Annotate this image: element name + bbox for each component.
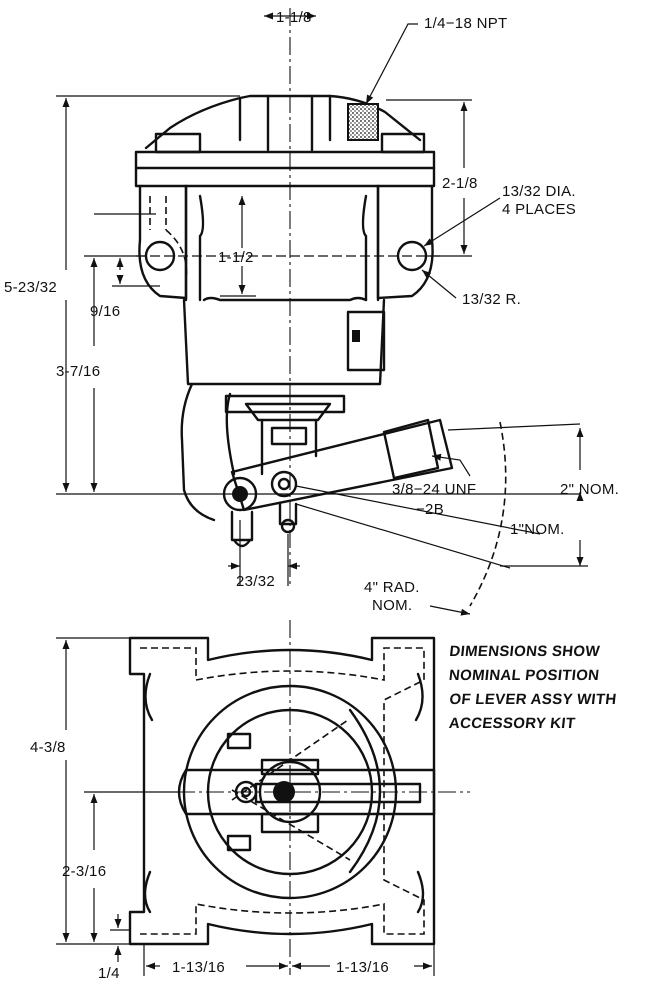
dim-hole-radius: 13/32 R. [462,291,521,308]
dim-plan-half-width-left: 1-13/16 [172,959,225,976]
note-line1: DIMENSIONS SHOW [449,643,602,660]
dim-top-width: 1-1/8 [276,9,312,26]
dim-lever-radius-line1: 4" RAD. [364,579,420,596]
dim-plan-half-width-right: 1-13/16 [336,959,389,976]
dim-plan-overall-height: 4-3/8 [30,739,66,756]
dim-pivot-offset: 23/32 [236,573,275,590]
dimension-labels: 1-1/8 1/4−18 NPT 5-23/32 3-7/16 9/16 1-1… [4,9,619,982]
plan-view-dimension-lines [56,637,435,976]
note-line4: ACCESSORY KIT [448,715,577,732]
dim-hole-dia-line1: 13/32 DIA. [502,183,576,200]
note-line2: NOMINAL POSITION [448,667,600,684]
dim-hole-offset: 1-1/2 [218,249,254,266]
dim-lever-radius-line2: NOM. [372,597,412,614]
plan-view [90,620,470,975]
dim-flange-height: 2-1/8 [442,175,478,192]
dim-port-thread: 1/4−18 NPT [424,15,507,32]
dim-lower-offset: 9/16 [90,303,120,320]
dim-lever-thread-line2: −2B [416,501,444,518]
dim-lever-travel-down: 1"NOM. [510,521,565,538]
dim-hole-dia-line2: 4 PLACES [502,201,576,218]
dim-plan-center-height: 2-3/16 [62,863,106,880]
side-view-dimension-lines [56,12,588,616]
dim-lever-thread-line1: 3/8−24 UNF [392,481,476,498]
dim-mount-height: 3-7/16 [56,363,100,380]
dim-lever-travel-up: 2" NOM. [560,481,619,498]
dim-overall-height: 5-23/32 [4,279,57,296]
dim-plan-base-offset: 1/4 [98,965,120,982]
note-line3: OF LEVER ASSY WITH [449,691,618,708]
